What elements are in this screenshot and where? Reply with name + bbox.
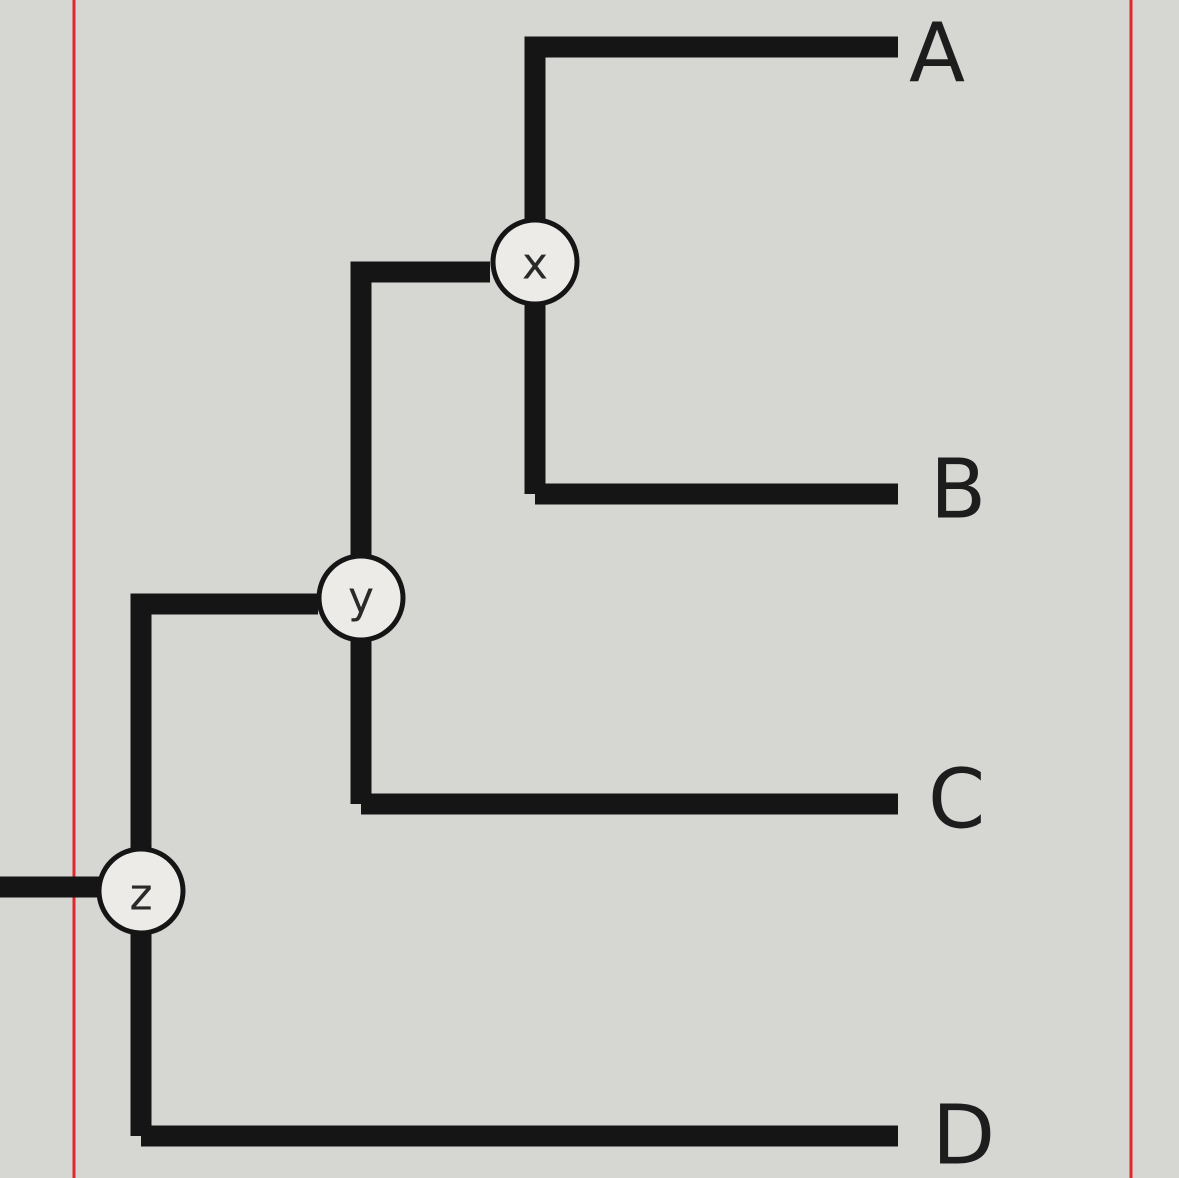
- branch-z-y: [130, 593, 318, 1136]
- leaf-label-d: D: [932, 1089, 995, 1178]
- node-y-circle: [316, 553, 406, 643]
- node-z-circle: [96, 846, 186, 936]
- node-y: y: [316, 553, 406, 643]
- node-y-label: y: [348, 573, 374, 624]
- leaf-label-c: C: [928, 753, 985, 848]
- node-x-label: x: [522, 239, 548, 290]
- node-z: z: [96, 846, 186, 936]
- leaf-label-b: B: [930, 443, 986, 538]
- node-z-label: z: [129, 870, 152, 921]
- node-x-circle: [490, 217, 580, 307]
- leaf-label-a: A: [909, 7, 965, 102]
- branch-x-a: [524, 36, 898, 494]
- node-x: x: [490, 217, 580, 307]
